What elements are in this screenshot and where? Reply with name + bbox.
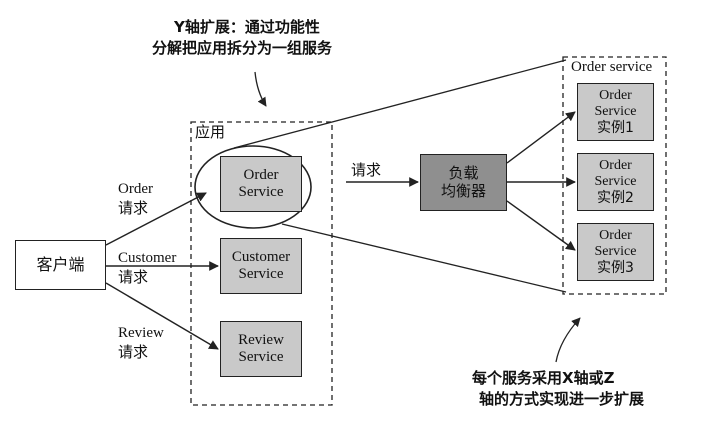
review-service-box: Review Service (220, 321, 302, 377)
arrow-order-request (105, 192, 207, 246)
instance-2-line3: 实例2 (597, 190, 634, 207)
expansion-line-top (233, 59, 567, 149)
order-instance-1-box: Order Service 实例1 (577, 83, 654, 141)
instance-2-line1: Order (599, 157, 632, 173)
customer-request-label-line2: 请求 (118, 268, 149, 286)
order-instance-2-box: Order Service 实例2 (577, 153, 654, 211)
order-service-box: Order Service (220, 156, 302, 212)
top-note-line1: Y轴扩展：通过功能性 (174, 18, 320, 36)
order-service-line2: Service (238, 184, 284, 200)
instance-3-line2: Service (594, 243, 637, 259)
app-group-label: 应用 (195, 123, 226, 141)
customer-service-line1: Customer (231, 248, 291, 265)
top-note-line2: 分解把应用拆分为一组服务 (152, 39, 333, 57)
review-service-line2: Service (238, 349, 284, 365)
instance-1-line1: Order (599, 87, 632, 103)
lb-request-label: 请求 (351, 161, 382, 179)
instance-1-line3: 实例1 (597, 120, 634, 137)
bottom-note-line1: 每个服务采用X轴或Z (472, 369, 615, 387)
review-request-label-line2: 请求 (118, 343, 149, 361)
order-service-highlight-ellipse (194, 145, 312, 229)
arrow-lb-instance-3 (506, 200, 576, 251)
client-box: 客户端 (15, 240, 106, 290)
order-request-label-line2: 请求 (118, 199, 149, 217)
arrow-lb-instance-1 (506, 111, 576, 164)
customer-service-line2: Service (238, 266, 284, 282)
order-request-label-line1: Order (118, 181, 153, 197)
load-balancer-box: 负载 均衡器 (420, 154, 507, 211)
instance-3-line3: 实例3 (597, 260, 634, 277)
arrow-review-request (105, 282, 219, 350)
load-balancer-line1: 负载 (448, 164, 479, 183)
expansion-line-bottom (281, 223, 567, 293)
client-label: 客户端 (36, 254, 85, 274)
review-service-line1: Review (238, 331, 284, 348)
bottom-note-callout-arrow (555, 317, 581, 363)
app-group-border (190, 121, 333, 406)
order-instance-3-box: Order Service 实例3 (577, 223, 654, 281)
instance-2-line2: Service (594, 173, 637, 189)
instance-3-line1: Order (599, 227, 632, 243)
order-service-group-border (562, 56, 667, 295)
instance-1-line2: Service (594, 103, 637, 119)
review-request-label-line1: Review (118, 325, 164, 341)
order-service-line1: Order (243, 166, 279, 183)
customer-service-box: Customer Service (220, 238, 302, 294)
order-service-group-label: Order service (571, 59, 653, 75)
customer-request-label-line1: Customer (118, 250, 177, 266)
load-balancer-line2: 均衡器 (440, 181, 486, 200)
top-note-callout-arrow (254, 71, 267, 107)
bottom-note-line2: 轴的方式实现进一步扩展 (479, 390, 645, 408)
